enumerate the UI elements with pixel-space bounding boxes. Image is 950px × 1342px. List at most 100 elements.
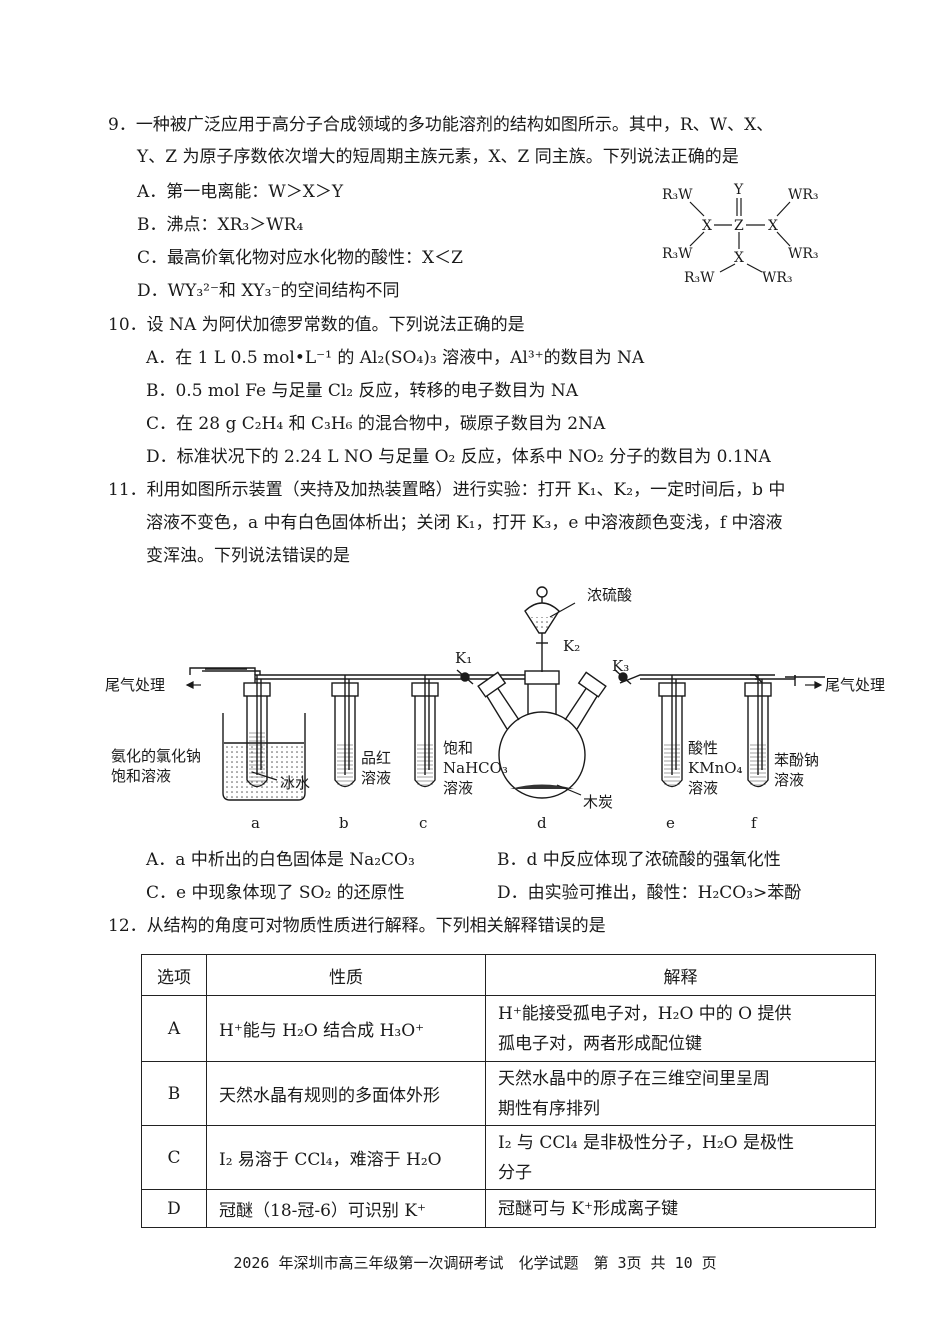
row-d-property: 冠醚（18-冠-6）可识别 K⁺ [206,1189,486,1228]
q12-table: 选项 性质 解释 A H⁺能与 H₂O 结合成 H₃O⁺ H⁺能接受孤电子对，H… [141,954,876,1228]
label-b-line1: 品红 [361,749,391,767]
letter-a: a [251,814,260,832]
q9-stem-line2: Y、Z 为原子序数依次增大的短周期主族元素，X、Z 同主族。下列说法正确的是 [137,147,739,167]
struct-top-left: R₃W [662,187,693,203]
table-row: D 冠醚（18-冠-6）可识别 K⁺ 冠醚可与 K⁺形成离子键 [141,1189,876,1228]
q10-stem: 10．设 NA 为阿伏加德罗常数的值。下列说法正确的是 [108,313,525,337]
row-b-property: 天然水晶有规则的多面体外形 [206,1061,486,1126]
label-k2: K₂ [563,637,580,655]
label-k3: K₃ [612,657,629,675]
struct-bot-left: R₃W [662,246,693,262]
letter-b: b [339,814,349,832]
letter-c: c [419,814,427,832]
pipe-left [254,674,556,686]
q9-stem-line1: 9．一种被广泛应用于高分子合成领域的多功能溶剂的结构如图所示。其中，R、W、X、 [108,113,773,137]
struct-low-right: WR₃ [762,270,793,286]
struct-low-left: R₃W [684,270,715,286]
q12-number: 12． [108,916,147,936]
q11-stem-line3: 变浑浊。下列说法错误的是 [146,546,350,566]
tube-f [747,695,769,788]
row-b-expl-line2: 期性有序排列 [498,1098,600,1119]
row-c-expl-line2: 分子 [498,1162,532,1183]
header-option: 选项 [141,954,207,996]
q12-stem: 12．从结构的角度可对物质性质进行解释。下列相关解释错误的是 [108,914,606,938]
header-explanation: 解释 [485,954,876,996]
table-header-row: 选项 性质 解释 [141,954,876,996]
struct-bonds [689,198,791,273]
row-d-explanation: 冠醚可与 K⁺形成离子键 [485,1189,876,1228]
q9-stem1-text: 一种被广泛应用于高分子合成领域的多功能溶剂的结构如图所示。其中，R、W、X、 [135,115,774,135]
q11-apparatus-diagram: 尾气处理 尾气处理 浓硫酸 K₁ K₂ K₃ 氨化的氯化钠 饱和溶液 冰水 品红… [105,586,885,832]
q11-stem-line1: 11．利用如图所示装置（夹持及加热装置略）进行实验：打开 K₁、K₂，一定时间后… [108,478,785,502]
q11-stem1-text: 利用如图所示装置（夹持及加热装置略）进行实验：打开 K₁、K₂，一定时间后，b … [146,480,786,500]
tube-a [246,695,268,788]
label-f-line2: 溶液 [774,771,804,789]
label-f-line1: 苯酚钠 [774,751,819,769]
struct-bot-right: WR₃ [788,246,819,262]
letter-f: f [751,814,758,832]
label-a-line2: 饱和溶液 [111,767,171,785]
q10-option-d: D．标准状况下的 2.24 L NO 与足量 O₂ 反应，体系中 NO₂ 分子的… [146,447,771,467]
row-a-option: A [141,995,207,1062]
row-a-explanation: H⁺能接受孤电子对，H₂O 中的 O 提供 孤电子对，两者形成配位键 [485,995,876,1062]
label-acid: 浓硫酸 [587,586,632,604]
row-b-option: B [141,1061,207,1126]
page-footer: 2026 年深圳市高三年级第一次调研考试 化学试题 第 3页 共 10 页 [233,1254,717,1272]
row-b-explanation: 天然水晶中的原子在三维空间里呈周 期性有序排列 [485,1061,876,1126]
label-c-line1: 饱和 [443,739,473,757]
q11-option-a: A．a 中析出的白色固体是 Na₂CO₃ [146,850,415,870]
struct-x1: X [702,218,712,234]
pipe-right [619,674,766,687]
table-row: A H⁺能与 H₂O 结合成 H₃O⁺ H⁺能接受孤电子对，H₂O 中的 O 提… [141,995,876,1062]
table-row: B 天然水晶有规则的多面体外形 天然水晶中的原子在三维空间里呈周 期性有序排列 [141,1061,876,1126]
struct-bot-x: X [734,250,744,266]
row-d-option: D [141,1189,207,1228]
row-a-expl-line2: 孤电子对，两者形成配位键 [498,1033,702,1054]
funnel [524,602,560,634]
arrow-left-icon [185,681,194,689]
label-b-line2: 溶液 [361,769,391,787]
struct-z: Z [734,218,744,234]
row-c-explanation: I₂ 与 CCl₄ 是非极性分子，H₂O 是极性 分子 [485,1125,876,1190]
beaker-a [222,713,306,801]
struct-x2: X [768,218,778,234]
header-property: 性质 [206,954,486,996]
q9-option-b: B．沸点：XR₃＞WR₄ [137,215,304,235]
q9-structure-diagram: R₃W Y WR₃ X Z X R₃W X WR₃ R₃W WR₃ [662,182,819,286]
label-tail-right: 尾气处理 [825,676,885,694]
q9-number: 9． [108,115,136,135]
label-charcoal: 木炭 [583,793,613,811]
q11-number: 11． [108,480,147,500]
row-c-property: I₂ 易溶于 CCl₄，难溶于 H₂O [206,1125,486,1190]
label-ice: 冰水 [280,774,310,792]
label-a-line1: 氨化的氯化钠 [111,747,201,765]
q10-option-a: A．在 1 L 0.5 mol•L⁻¹ 的 Al₂(SO₄)₃ 溶液中，Al³⁺… [146,348,645,368]
arrow-right-icon [814,681,823,689]
flask-d [498,711,586,799]
struct-top-right: WR₃ [788,187,819,203]
table-row: C I₂ 易溶于 CCl₄，难溶于 H₂O I₂ 与 CCl₄ 是非极性分子，H… [141,1125,876,1190]
label-tail-left: 尾气处理 [105,676,165,694]
q11-stem-line2: 溶液不变色，a 中有白色固体析出；关闭 K₁，打开 K₃，e 中溶液颜色变浅，f… [146,513,783,533]
q11-option-c: C．e 中现象体现了 SO₂ 的还原性 [146,883,405,903]
q11-option-d: D．由实验可推出，酸性：H₂CO₃>苯酚 [497,883,802,903]
row-a-expl-line1: H⁺能接受孤电子对，H₂O 中的 O 提供 [498,1003,792,1024]
q9-option-c: C．最高价氧化物对应水化物的酸性：X＜Z [137,248,463,268]
label-k1: K₁ [455,649,472,667]
label-e-line2: KMnO₄ [688,759,743,777]
letter-d: d [537,814,547,832]
q9-option-a: A．第一电离能：W＞X＞Y [137,182,344,202]
q10-option-c: C．在 28 g C₂H₄ 和 C₃H₆ 的混合物中，碳原子数目为 2NA [146,414,606,434]
q10-number: 10． [108,315,147,335]
q10-option-b: B．0.5 mol Fe 与足量 Cl₂ 反应，转移的电子数目为 NA [146,381,579,401]
q12-stem-text: 从结构的角度可对物质性质进行解释。下列相关解释错误的是 [146,916,606,936]
row-b-expl-line1: 天然水晶中的原子在三维空间里呈周 [498,1068,770,1089]
tube-b [334,695,356,788]
label-e-line3: 溶液 [688,779,718,797]
struct-top-y: Y [733,182,744,198]
q10-stem-text: 设 NA 为阿伏加德罗常数的值。下列说法正确的是 [146,315,525,335]
label-c-line3: 溶液 [443,779,473,797]
q9-option-d: D．WY₃²⁻和 XY₃⁻的空间结构不同 [137,281,400,301]
row-a-property: H⁺能与 H₂O 结合成 H₃O⁺ [206,995,486,1062]
label-c-line2: NaHCO₃ [443,759,508,777]
